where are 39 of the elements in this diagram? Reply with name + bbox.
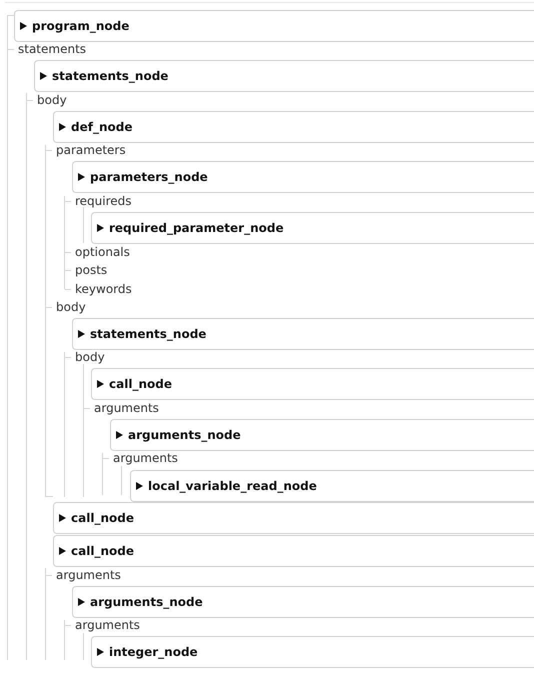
node-box bbox=[110, 419, 534, 451]
node-type-name: statements_node bbox=[90, 326, 206, 342]
node-type-name: arguments_node bbox=[90, 594, 203, 610]
field-name: body bbox=[75, 350, 105, 365]
field-name: keywords bbox=[75, 282, 132, 297]
node-box bbox=[72, 586, 534, 618]
field-name: arguments bbox=[94, 401, 159, 416]
node-type-name: call_node bbox=[109, 376, 172, 392]
node-box bbox=[91, 368, 534, 400]
node-type-name: arguments_node bbox=[128, 427, 241, 443]
node-type-name: statements_node bbox=[52, 68, 168, 84]
field-name: arguments bbox=[75, 618, 140, 633]
field-name: statements bbox=[18, 42, 86, 57]
node-box bbox=[91, 636, 534, 668]
node-type-name: local_variable_read_node bbox=[148, 478, 317, 494]
field-name: body bbox=[37, 93, 67, 108]
field-name: optionals bbox=[75, 245, 130, 260]
node-box bbox=[72, 161, 534, 193]
node-type-name: call_node bbox=[71, 510, 134, 526]
node-box bbox=[130, 470, 534, 502]
node-box bbox=[53, 502, 534, 534]
node-box bbox=[91, 212, 534, 244]
node-box bbox=[34, 60, 534, 92]
node-box bbox=[53, 111, 534, 143]
node-type-name: integer_node bbox=[109, 644, 198, 660]
field-name: body bbox=[56, 300, 86, 315]
field-name: arguments bbox=[113, 451, 178, 466]
node-type-name: call_node bbox=[71, 543, 134, 559]
node-box bbox=[72, 318, 534, 350]
field-name: posts bbox=[75, 263, 108, 278]
field-name: arguments bbox=[56, 568, 121, 583]
field-name: parameters bbox=[56, 143, 126, 158]
node-type-name: parameters_node bbox=[90, 169, 208, 185]
node-box bbox=[14, 10, 534, 42]
node-box bbox=[53, 535, 534, 567]
node-type-name: program_node bbox=[32, 18, 130, 34]
field-name: requireds bbox=[75, 194, 132, 209]
node-type-name: required_parameter_node bbox=[109, 220, 284, 236]
node-type-name: def_node bbox=[71, 119, 132, 135]
